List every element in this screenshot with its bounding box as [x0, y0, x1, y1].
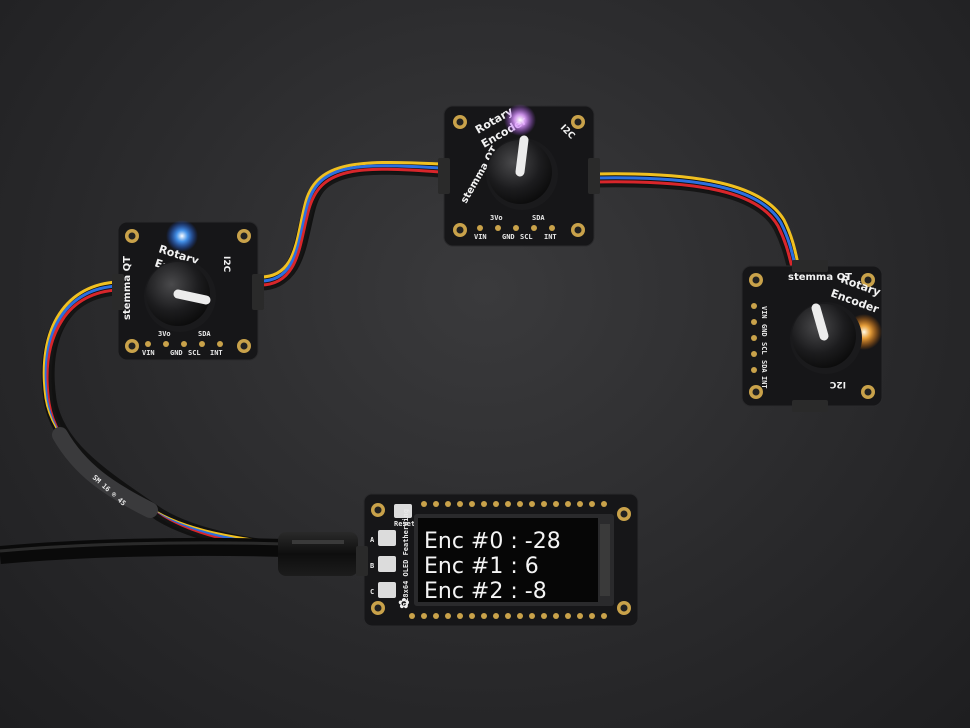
pin-label-int: INT — [760, 376, 768, 389]
encoder-board-right: Rotary Encoder stemma QT I2C VIN GND SCL… — [741, 260, 883, 412]
stemma-connector-top — [792, 260, 828, 272]
oled-line-enc2: Enc #2 : -8 — [424, 579, 547, 604]
stemma-connector-left — [438, 158, 450, 194]
stemma-connector-left — [112, 274, 124, 310]
usb-plug — [278, 532, 358, 576]
board-label: 128x64 OLED FeatherWing — [402, 509, 410, 606]
pin-label-scl: SCL — [188, 349, 201, 357]
pin-header — [477, 225, 555, 231]
stemma-connector-bottom — [792, 400, 828, 412]
reset-label: Reset — [394, 520, 415, 528]
pin-label-int: INT — [544, 233, 557, 241]
pin-label-int: INT — [210, 349, 223, 357]
encoder-board-left: Rotary Encoder stemma QT I2C 3Vo SDA VIN… — [112, 220, 264, 361]
board-i2c-label: I2C — [829, 379, 846, 389]
pin-label-scl: SCL — [760, 342, 768, 355]
pin-label-gnd: GND — [502, 233, 515, 241]
pin-label-gnd: GND — [170, 349, 183, 357]
pin-header — [751, 303, 757, 373]
neopixel-led — [504, 104, 536, 136]
oled-screen — [418, 518, 598, 602]
button-a[interactable] — [378, 530, 396, 546]
pin-label-3vo: 3Vo — [158, 330, 171, 338]
neopixel-led — [166, 220, 198, 252]
oled-featherwing: Reset A B C 128x64 OLED FeatherWing ✿ En… — [356, 493, 639, 627]
pin-header — [145, 341, 223, 347]
button-a-label: A — [370, 536, 375, 544]
button-b-label: B — [370, 562, 374, 570]
pin-label-sda: SDA — [532, 214, 545, 222]
header-pins-top — [421, 501, 607, 507]
knob-indicator — [173, 289, 211, 305]
button-c[interactable] — [378, 582, 396, 598]
pin-label-sda: SDA — [198, 330, 211, 338]
board-brand: stemma QT — [122, 256, 133, 320]
heatshrink-sleeve — [52, 427, 158, 518]
board-brand: stemma QT — [788, 272, 852, 283]
adafruit-logo: ✿ — [398, 596, 410, 612]
reset-button[interactable] — [394, 504, 412, 518]
stemma-connector — [356, 546, 368, 576]
oled-line-enc0: Enc #0 : -28 — [424, 529, 561, 554]
pin-label-3vo: 3Vo — [490, 214, 503, 222]
stemma-connector-right — [588, 158, 600, 194]
stemma-connector-right — [252, 274, 264, 310]
encoder-board-middle: Rotary Encoder stemma QT I2C 3Vo SDA VIN… — [438, 104, 600, 247]
oled-line-enc1: Enc #1 : 6 — [424, 554, 539, 579]
oled-flex-cable — [600, 524, 610, 596]
pin-label-vin: VIN — [142, 349, 155, 357]
knob-indicator — [811, 303, 829, 341]
cable-left-to-middle — [251, 160, 447, 291]
pin-label-vin: VIN — [474, 233, 487, 241]
button-c-label: C — [370, 588, 374, 596]
cable-middle-to-right — [588, 172, 802, 277]
button-b[interactable] — [378, 556, 396, 572]
pin-label-gnd: GND — [760, 324, 768, 337]
board-i2c-label: I2C — [221, 256, 231, 273]
pin-label-scl: SCL — [520, 233, 533, 241]
pin-label-vin: VIN — [760, 306, 768, 319]
knob-indicator — [515, 135, 529, 177]
pin-label-sda: SDA — [760, 360, 768, 373]
usb-cable — [0, 532, 358, 576]
header-pins-bottom — [409, 613, 607, 619]
